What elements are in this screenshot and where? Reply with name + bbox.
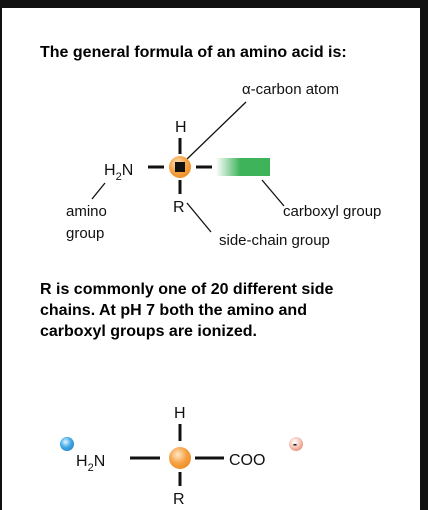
alpha-carbon-center [175, 162, 185, 172]
minus-sign: - [293, 437, 297, 451]
h-atom-label-bottom: H [174, 405, 186, 422]
carboxyl-box [216, 158, 270, 176]
carboxyl-label: carboxyl group [283, 203, 381, 220]
h2n-n: N [122, 162, 134, 179]
r-group-label: R [173, 199, 185, 216]
right-border [420, 0, 428, 510]
alpha-carbon-label: α-carbon atom [242, 81, 339, 98]
h2n-subscript-bottom: 2 [88, 462, 94, 474]
amino-label-line1: amino [66, 203, 107, 220]
alpha-carbon-pointer [185, 101, 247, 161]
h-atom-label: H [175, 119, 187, 136]
alpha-carbon-sphere-bottom [169, 447, 191, 469]
negative-charge-sphere [289, 437, 303, 451]
sidechain-pointer [186, 202, 212, 233]
amino-pointer [91, 182, 106, 200]
h2n-group: H2N [104, 162, 133, 183]
note-line-1: R is commonly one of 20 different side [40, 281, 334, 298]
note-line-2: chains. At pH 7 both the amino and [40, 302, 307, 319]
sidechain-label: side-chain group [219, 232, 330, 249]
r-group-label-bottom: R [173, 491, 185, 508]
coo-label: COO [229, 452, 265, 469]
amino-label-line2: group [66, 225, 104, 242]
heading: The general formula of an amino acid is: [40, 44, 347, 61]
positive-charge-sphere [60, 437, 74, 451]
h2n-h-bottom: H [76, 453, 88, 470]
h3n-group: H2N [76, 453, 105, 474]
ionization-note: R is commonly one of 20 different side c… [40, 279, 410, 342]
h2n-n-bottom: N [94, 453, 106, 470]
h2n-h: H [104, 162, 116, 179]
left-border [0, 0, 2, 510]
note-line-3: carboxyl groups are ionized. [40, 323, 257, 340]
h2n-subscript: 2 [116, 171, 122, 183]
top-border [0, 0, 428, 8]
carboxyl-pointer [261, 179, 285, 207]
